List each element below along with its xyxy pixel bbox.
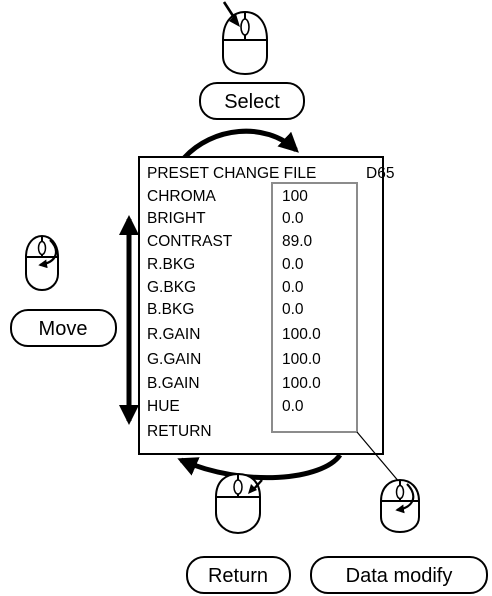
menu-item-g-bkg[interactable]: G.BKG 0.0 bbox=[147, 279, 304, 296]
menu-item-label: G.BKG bbox=[147, 279, 196, 296]
data-modify-label: Data modify bbox=[346, 565, 453, 587]
menu-item-value: 100 bbox=[282, 188, 308, 205]
return-arrow bbox=[177, 453, 343, 481]
menu-item-value: 0.0 bbox=[282, 279, 304, 296]
select-arrow bbox=[182, 128, 299, 160]
menu-item-hue[interactable]: HUE 0.0 bbox=[147, 398, 304, 415]
menu-item-b-gain[interactable]: B.GAIN 100.0 bbox=[147, 375, 321, 392]
menu-item-label: HUE bbox=[147, 398, 180, 415]
menu-panel bbox=[138, 156, 384, 455]
return-mouse-icon bbox=[215, 472, 263, 535]
menu-item-label: B.BKG bbox=[147, 301, 194, 318]
menu-item-label: G.GAIN bbox=[147, 351, 201, 368]
menu-item-label: R.GAIN bbox=[147, 326, 200, 343]
select-button[interactable]: Select bbox=[199, 82, 305, 120]
menu-item-value: 0.0 bbox=[282, 301, 304, 318]
menu-item-g-gain[interactable]: G.GAIN 100.0 bbox=[147, 351, 321, 368]
menu-item-label: RETURN bbox=[147, 423, 212, 440]
menu-item-value: 0.0 bbox=[282, 256, 304, 273]
menu-item-value: 100.0 bbox=[282, 326, 321, 343]
click-pointer-icon bbox=[222, 1, 240, 27]
menu-item-bright[interactable]: BRIGHT 0.0 bbox=[147, 210, 304, 227]
move-mouse-icon bbox=[25, 234, 59, 292]
data-modify-mouse-icon bbox=[380, 478, 420, 534]
value-column-box bbox=[271, 182, 358, 433]
menu-title: PRESET CHANGE FILE bbox=[147, 165, 316, 182]
data-modify-button[interactable]: Data modify bbox=[310, 556, 488, 594]
menu-item-value: 100.0 bbox=[282, 375, 321, 392]
menu-title-value: D65 bbox=[366, 165, 394, 182]
menu-item-label: B.GAIN bbox=[147, 375, 200, 392]
menu-item-b-bkg[interactable]: B.BKG 0.0 bbox=[147, 301, 304, 318]
move-label: Move bbox=[39, 318, 88, 340]
menu-item-contrast[interactable]: CONTRAST 89.0 bbox=[147, 233, 313, 250]
menu-item-return[interactable]: RETURN bbox=[147, 423, 212, 440]
menu-item-label: CHROMA bbox=[147, 188, 217, 205]
menu-item-r-bkg[interactable]: R.BKG 0.0 bbox=[147, 256, 304, 273]
menu-item-value: 0.0 bbox=[282, 398, 304, 415]
menu-item-label: CONTRAST bbox=[147, 233, 233, 250]
menu-item-value: 100.0 bbox=[282, 351, 321, 368]
data-modify-leader-line bbox=[356, 431, 401, 484]
return-button[interactable]: Return bbox=[186, 556, 291, 594]
menu-item-label: R.BKG bbox=[147, 256, 195, 273]
move-button[interactable]: Move bbox=[10, 309, 117, 347]
menu-item-value: 0.0 bbox=[282, 210, 304, 227]
menu-item-chroma[interactable]: CHROMA 100 bbox=[147, 188, 308, 205]
select-label: Select bbox=[224, 91, 280, 113]
select-mouse-icon bbox=[222, 10, 268, 76]
menu-item-r-gain[interactable]: R.GAIN 100.0 bbox=[147, 326, 321, 343]
return-label: Return bbox=[208, 565, 268, 587]
menu-item-label: BRIGHT bbox=[147, 210, 206, 227]
menu-item-value: 89.0 bbox=[282, 233, 313, 250]
